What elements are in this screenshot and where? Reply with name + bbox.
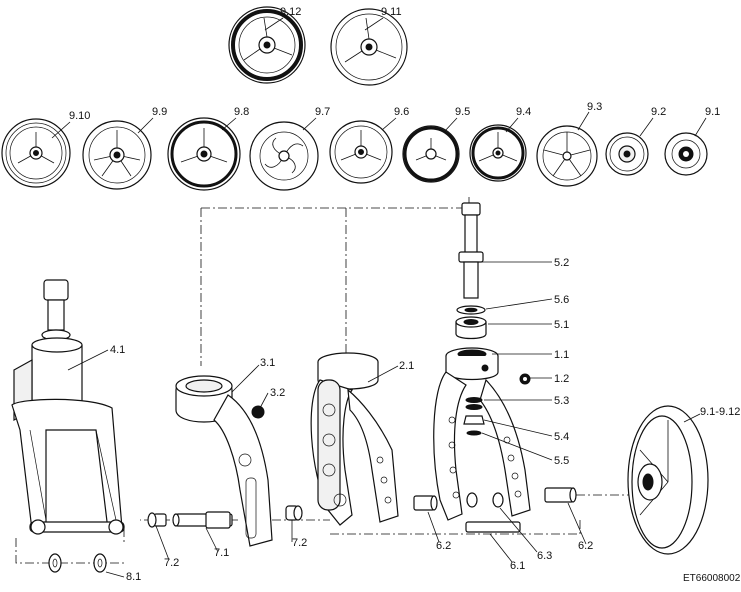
washer-5-5 [466,430,482,436]
wheel-9-2 [605,132,649,176]
wheel-9-10 [1,118,71,188]
part-labels: 9.12 9.11 9.10 9.9 9.8 9.7 9.6 9.5 9.4 9… [69,6,741,584]
label-9-7: 9.7 [315,106,330,118]
label-6-2-right: 6.2 [578,540,593,552]
label-6-1: 6.1 [510,560,525,572]
label-wheel-range: 9.1-9.12 [700,406,740,418]
label-7-1: 7.1 [214,547,229,559]
label-9-3: 9.3 [587,101,602,113]
fork-3-1 [175,375,273,547]
wheel-9-1 [664,132,708,176]
wheel-9-8 [167,117,241,191]
label-9-10: 9.10 [69,110,90,122]
label-7-2-right: 7.2 [292,537,307,549]
bearing-5-1 [455,316,487,340]
leader-lines [51,17,707,578]
label-5-1: 5.1 [554,319,569,331]
spacer-6-2-right [544,487,577,503]
axle-7-1 [172,511,233,529]
nut-5-4 [463,415,485,425]
label-5-2: 5.2 [554,257,569,269]
washer-6-3 [466,492,504,508]
wheel-9-12 [228,6,306,84]
wheel-side-9-1-9-12 [627,405,709,555]
assembly-lines-left [15,528,125,564]
bolt-7-2-left [147,512,167,528]
label-5-4: 5.4 [554,431,569,443]
axle-6-1 [465,521,521,533]
label-9-4: 9.4 [516,106,531,118]
washer-5-6 [456,305,486,315]
label-5-3: 5.3 [554,395,569,407]
wheel-9-3 [536,125,598,187]
label-7-2-left: 7.2 [164,557,179,569]
label-5-5: 5.5 [554,455,569,467]
label-9-11: 9.11 [381,6,402,18]
label-9-12: 9.12 [280,6,301,18]
fork-1-1 [433,347,531,521]
label-1-2: 1.2 [554,373,569,385]
wheel-9-6 [329,120,393,184]
stem-5-2 [458,202,484,299]
fork-assembly-4-1 [11,279,125,535]
wheel-9-4 [469,124,527,182]
label-9-5: 9.5 [455,106,470,118]
label-3-2: 3.2 [270,387,285,399]
nut-1-2 [519,373,531,385]
label-9-6: 9.6 [394,106,409,118]
bolt-7-2-right [285,505,303,521]
washer-5-3 [465,397,483,410]
wheel-9-7 [249,121,319,191]
label-9-2: 9.2 [651,106,666,118]
drawing-code: ET66008002 [683,573,741,584]
wheel-9-9 [82,120,152,190]
label-2-1: 2.1 [399,360,414,372]
label-6-2-left: 6.2 [436,540,451,552]
label-5-6: 5.6 [554,294,569,306]
label-9-9: 9.9 [152,106,167,118]
fork-2-1 [310,352,399,526]
label-1-1: 1.1 [554,349,569,361]
label-8-1: 8.1 [126,571,141,583]
label-9-1: 9.1 [705,106,720,118]
washers-8-1 [48,553,107,573]
wheel-9-11 [330,8,408,86]
spacer-6-2-left [413,495,438,511]
wheel-9-5 [402,125,460,183]
label-3-1: 3.1 [260,357,275,369]
label-4-1: 4.1 [110,344,125,356]
label-9-8: 9.8 [234,106,249,118]
assembly-lines-top [200,197,470,370]
label-6-3: 6.3 [537,550,552,562]
